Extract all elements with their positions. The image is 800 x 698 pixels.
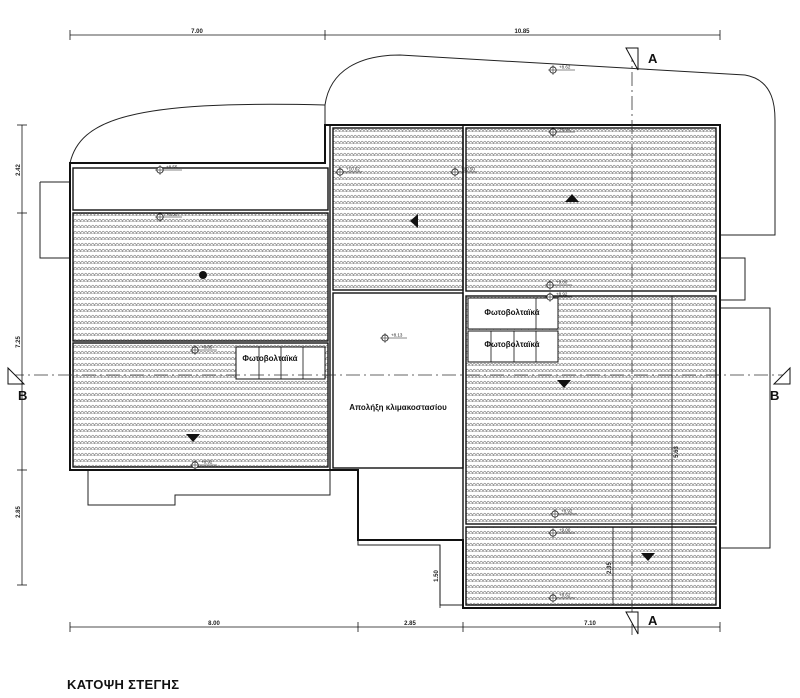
dim-top-2: 10.85 [514,29,530,35]
level-marks: +8.62 +8.55 +8.53 +8.92 +9.00 +10.62 +8.13 +8.9… [155,65,577,603]
section-marker-a-bottom: A [625,611,658,635]
level-mark: +9.00 [545,280,572,290]
level-mark: +10.50 [450,167,477,177]
dim-bottom-3: 7.10 [584,621,596,627]
level-mark: +8.92 [545,292,572,302]
level-mark-label: +8.85 [201,345,213,350]
roof-outline [69,124,721,609]
section-marker-b-left: B [7,366,27,403]
level-mark: +8.85 [190,345,217,355]
outer-terrace-outline [39,54,776,606]
pv-label-west: Φωτοβολταϊκά [242,354,297,363]
roof-plane-west-upper [72,212,329,342]
section-marker-a-top: A [625,47,658,71]
pv-panels-east-lower: Φωτοβολταϊκά [467,330,559,363]
pv-label-east-lower: Φωτοβολταϊκά [484,340,539,349]
level-mark: +8.92 [190,460,217,470]
level-mark: +8.92 [550,509,577,519]
dim-left-2: 7.25 [16,336,22,348]
level-mark-label: +8.13 [391,333,403,338]
stair-label: Απολήξη κλιμακοστασίου [349,403,447,412]
pv-panels-west: Φωτοβολταϊκά [235,346,326,380]
svg-text:B: B [770,388,779,403]
level-mark-label: +8.92 [561,509,573,514]
dim-left-3: 2.85 [16,506,22,518]
level-mark-label: +9.00 [559,528,571,533]
svg-text:B: B [18,388,27,403]
level-mark: +8.53 [155,212,182,222]
level-mark: +9.00 [548,528,575,538]
section-marker-b-right: B [770,366,791,403]
svg-text:A: A [648,613,658,628]
svg-text:A: A [648,51,658,66]
level-mark-label: +10.50 [461,167,475,172]
level-mark-label: +8.62 [559,65,571,70]
level-mark-label: +8.55 [166,165,178,170]
level-mark-label: +8.62 [559,593,571,598]
level-mark: +8.13 [380,333,407,343]
dim-bottom-2: 2.85 [404,621,416,627]
stair-enclosure [332,292,464,469]
dim-top-1: 7.00 [191,29,203,35]
dim-bottom-1: 8.00 [208,621,220,627]
dim-inner-1: 5.63 [674,446,680,458]
flat-gutter-strip [72,167,329,211]
dim-left-1: 2.42 [16,164,22,176]
pv-panels-east-upper: Φωτοβολταϊκά [467,297,559,330]
drawing-title: ΚΑΤΟΨΗ ΣΤΕΓΗΣ [67,677,180,692]
slope-arrows [186,194,655,561]
level-mark: +8.55 [155,165,182,175]
roof-plane-east [465,295,717,525]
level-mark: +10.62 [335,167,362,177]
pv-label-east-upper: Φωτοβολταϊκά [484,308,539,317]
roof-plane-north-east [465,127,717,292]
level-mark: +8.62 [548,65,575,75]
level-mark-label: +8.92 [201,460,213,465]
dim-inner-2: 1.50 [434,570,440,582]
level-mark: +8.62 [548,593,575,603]
section-axes [10,48,790,635]
level-mark-label: +8.92 [559,127,571,132]
roof-plane-north-center [332,127,464,291]
level-mark-label: +8.92 [556,292,568,297]
level-mark-label: +10.62 [346,167,360,172]
level-mark-label: +9.00 [556,280,568,285]
dim-inner-3: 2.35 [607,562,613,574]
dimension-lines [17,30,721,632]
level-mark-label: +8.53 [166,212,178,217]
level-mark: +8.92 [548,127,575,137]
roof-plane-south-east [465,526,717,606]
